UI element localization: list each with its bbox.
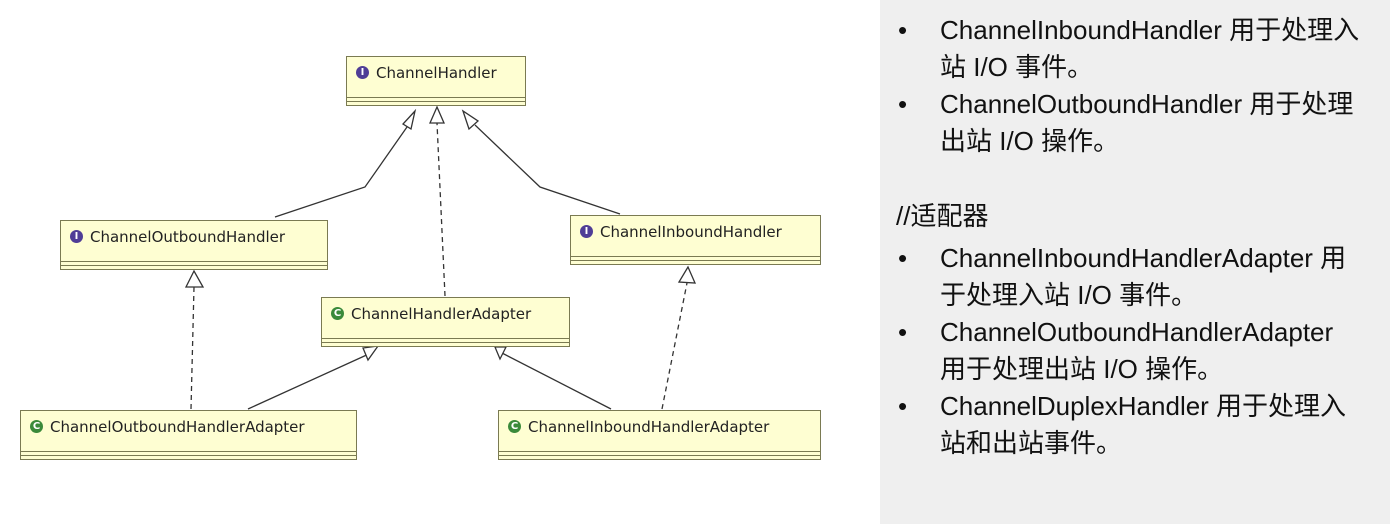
- arrowhead-outadapter-to-outhandler: [184, 269, 205, 288]
- list-item: • ChannelInboundHandlerAdapter 用于处理入站 I/O…: [880, 240, 1360, 314]
- interface-icon: I: [356, 66, 369, 79]
- edge-outadapter-to-outhandler: [190, 286, 195, 410]
- list-item-text: ChannelInboundHandlerAdapter 用于处理入站 I/O …: [940, 243, 1347, 310]
- interface-icon: I: [580, 225, 593, 238]
- list-item-text: ChannelInboundHandler 用于处理入站 I/O 事件。: [940, 15, 1360, 82]
- class-name: ChannelInboundHandler: [600, 222, 782, 241]
- class-name: ChannelHandler: [376, 63, 497, 82]
- class-name: ChannelHandlerAdapter: [351, 304, 532, 323]
- class-icon: C: [30, 420, 43, 433]
- arrowhead-outadapter-to-adapter: [362, 345, 380, 362]
- arrowhead-inadapter-to-adapter: [494, 346, 508, 361]
- class-name: ChannelOutboundHandler: [90, 227, 286, 246]
- edge-inadapter-to-inhandler: [661, 282, 688, 410]
- class-box-channel-handler: I ChannelHandler: [346, 56, 526, 106]
- arrowhead-inadapter-to-inhandler: [677, 265, 697, 284]
- bullet-icon: •: [898, 391, 908, 421]
- adapter-bullet-list: • ChannelInboundHandlerAdapter 用于处理入站 I/O…: [880, 240, 1360, 462]
- list-item: • ChannelDuplexHandler 用于处理入站和出站事件。: [880, 388, 1360, 462]
- bullet-icon: •: [898, 89, 908, 119]
- list-item-text: ChannelOutboundHandler 用于处理出站 I/O 操作。: [940, 89, 1354, 156]
- bullet-icon: •: [898, 317, 908, 347]
- arrowhead-inbound-to-handler: [461, 109, 480, 131]
- class-name: ChannelInboundHandlerAdapter: [528, 417, 770, 436]
- list-item: • ChannelOutboundHandler 用于处理出站 I/O 操作。: [880, 86, 1360, 160]
- arrowhead-outbound-to-handler: [401, 108, 417, 131]
- list-item: • ChannelOutboundHandlerAdapter 用于处理出站 I/…: [880, 314, 1360, 388]
- class-box-channel-outbound-handler: I ChannelOutboundHandler: [60, 220, 328, 270]
- arrowhead-adapter-to-handler: [429, 105, 445, 124]
- section-heading: //适配器: [896, 201, 989, 231]
- edge-inbound-to-handler: [474, 124, 621, 215]
- diagram-connectors: [184, 105, 697, 410]
- bullet-icon: •: [898, 243, 908, 273]
- class-box-channel-handler-adapter: C ChannelHandlerAdapter: [321, 297, 570, 347]
- class-icon: C: [331, 307, 344, 320]
- list-item: • ChannelInboundHandler 用于处理入站 I/O 事件。: [880, 12, 1360, 86]
- description-panel: • ChannelInboundHandler 用于处理入站 I/O 事件。 • C…: [880, 0, 1390, 524]
- list-item-text: ChannelDuplexHandler 用于处理入站和出站事件。: [940, 391, 1347, 458]
- bullet-icon: •: [898, 15, 908, 45]
- class-icon: C: [508, 420, 521, 433]
- class-name: ChannelOutboundHandlerAdapter: [50, 417, 305, 436]
- class-box-channel-outbound-handler-adapter: C ChannelOutboundHandlerAdapter: [20, 410, 357, 460]
- class-box-channel-inbound-handler-adapter: C ChannelInboundHandlerAdapter: [498, 410, 821, 460]
- edge-inadapter-to-adapter: [501, 352, 612, 410]
- handler-bullet-list: • ChannelInboundHandler 用于处理入站 I/O 事件。 • C…: [880, 12, 1360, 160]
- edge-outbound-to-handler: [274, 126, 408, 218]
- edge-outadapter-to-adapter: [247, 352, 372, 410]
- interface-icon: I: [70, 230, 83, 243]
- edge-adapter-to-handler: [436, 122, 446, 297]
- list-item-text: ChannelOutboundHandlerAdapter 用于处理出站 I/O…: [940, 317, 1334, 384]
- class-box-channel-inbound-handler: I ChannelInboundHandler: [570, 215, 821, 265]
